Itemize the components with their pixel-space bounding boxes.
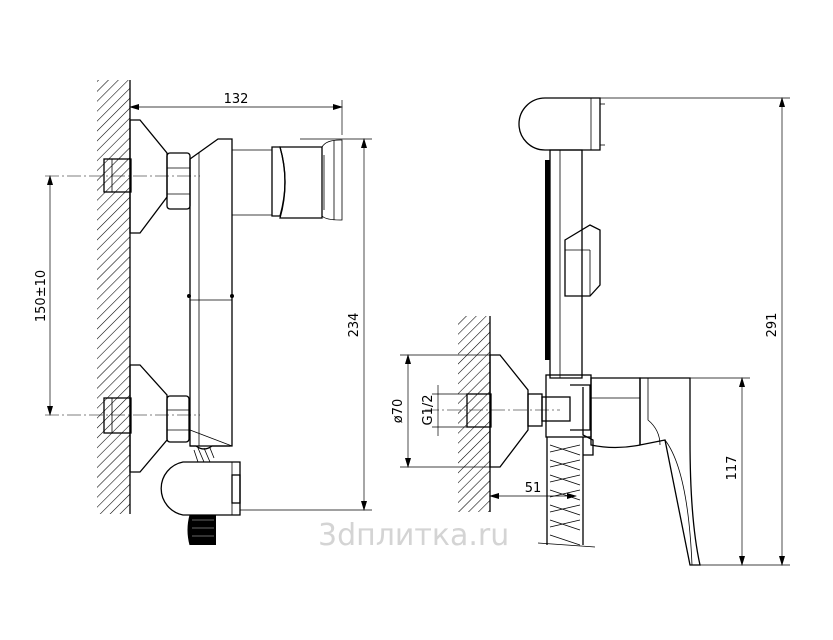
mixer-body <box>187 138 272 447</box>
dimension-height: 234 <box>240 138 372 511</box>
upper-connector <box>45 119 200 234</box>
side-connector <box>425 354 571 468</box>
dim-offset-label: 51 <box>525 481 542 496</box>
right-view: 291 117 ø70 G1/2 51 <box>391 97 790 566</box>
side-lever <box>639 377 701 566</box>
dimension-offset: 51 <box>489 481 577 499</box>
side-mixer-body <box>545 374 641 456</box>
dimension-spacing: 150±10 <box>34 175 53 416</box>
dim-thread-label: G1/2 <box>421 395 436 426</box>
lower-connector <box>45 364 200 473</box>
dimension-thread: G1/2 <box>421 385 470 436</box>
dim-total-height-label: 291 <box>765 313 780 338</box>
hose-elbow <box>160 445 241 546</box>
dim-diameter-label: ø70 <box>391 399 406 424</box>
side-hose <box>537 437 596 548</box>
wall-hatching-left <box>97 80 130 514</box>
handle <box>271 139 343 221</box>
dimension-width: 132 <box>129 80 343 135</box>
dimension-diameter: ø70 <box>391 354 500 468</box>
dim-lever-height-label: 117 <box>725 456 740 481</box>
dim-width-label: 132 <box>224 92 249 107</box>
watermark: 3dплитка.ru <box>318 518 509 553</box>
dimension-lever-height: 117 <box>690 377 750 566</box>
dimension-total-height: 291 <box>600 97 790 566</box>
hygienic-shower <box>518 97 605 379</box>
wall-hatching-right <box>458 316 490 512</box>
dim-spacing-label: 150±10 <box>34 270 49 322</box>
dim-height-label: 234 <box>347 313 362 338</box>
left-view: 132 234 150±10 <box>34 80 372 546</box>
